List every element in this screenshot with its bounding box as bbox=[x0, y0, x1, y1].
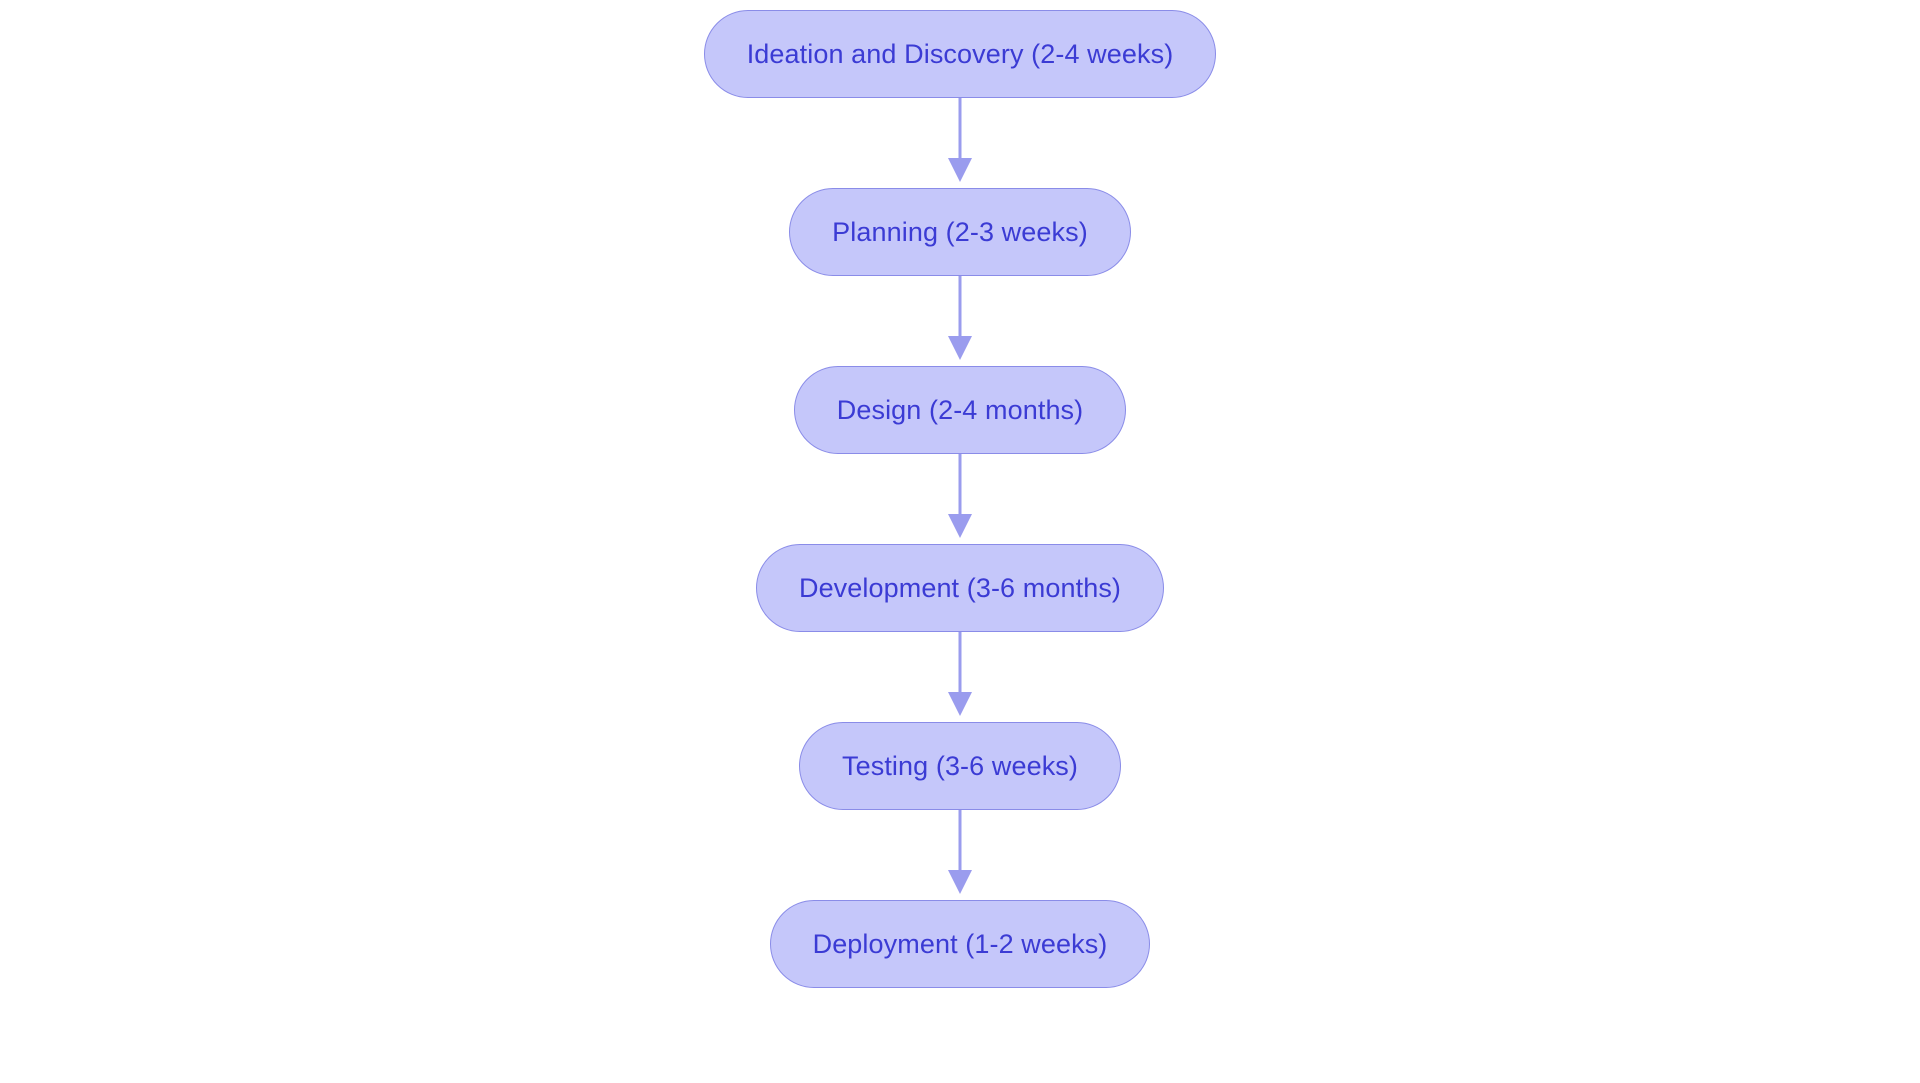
flowchart-node-label: Ideation and Discovery (2-4 weeks) bbox=[746, 38, 1174, 69]
flowchart-node-design[interactable]: Design (2-4 months) bbox=[793, 366, 1127, 454]
flowchart-arrow-testing-to-deployment bbox=[940, 810, 980, 900]
flowchart-node-label: Planning (2-3 weeks) bbox=[832, 216, 1088, 247]
flowchart-arrow-development-to-testing bbox=[940, 632, 980, 722]
flowchart-node-ideation[interactable]: Ideation and Discovery (2-4 weeks) bbox=[703, 10, 1217, 98]
flowchart-node-label: Deployment (1-2 weeks) bbox=[812, 928, 1108, 959]
flowchart-arrow-design-to-development bbox=[940, 454, 980, 544]
flowchart-node-label: Design (2-4 months) bbox=[836, 394, 1084, 425]
flowchart-node-deployment[interactable]: Deployment (1-2 weeks) bbox=[769, 900, 1151, 988]
flowchart-arrow-planning-to-design bbox=[940, 276, 980, 366]
flowchart-node-label: Testing (3-6 weeks) bbox=[842, 750, 1078, 781]
flowchart-node-development[interactable]: Development (3-6 months) bbox=[755, 544, 1165, 632]
flowchart-arrow-ideation-to-planning bbox=[940, 98, 980, 188]
flowchart-node-testing[interactable]: Testing (3-6 weeks) bbox=[799, 722, 1121, 810]
flowchart-node-planning[interactable]: Planning (2-3 weeks) bbox=[789, 188, 1131, 276]
flowchart-node-label: Development (3-6 months) bbox=[798, 572, 1122, 603]
